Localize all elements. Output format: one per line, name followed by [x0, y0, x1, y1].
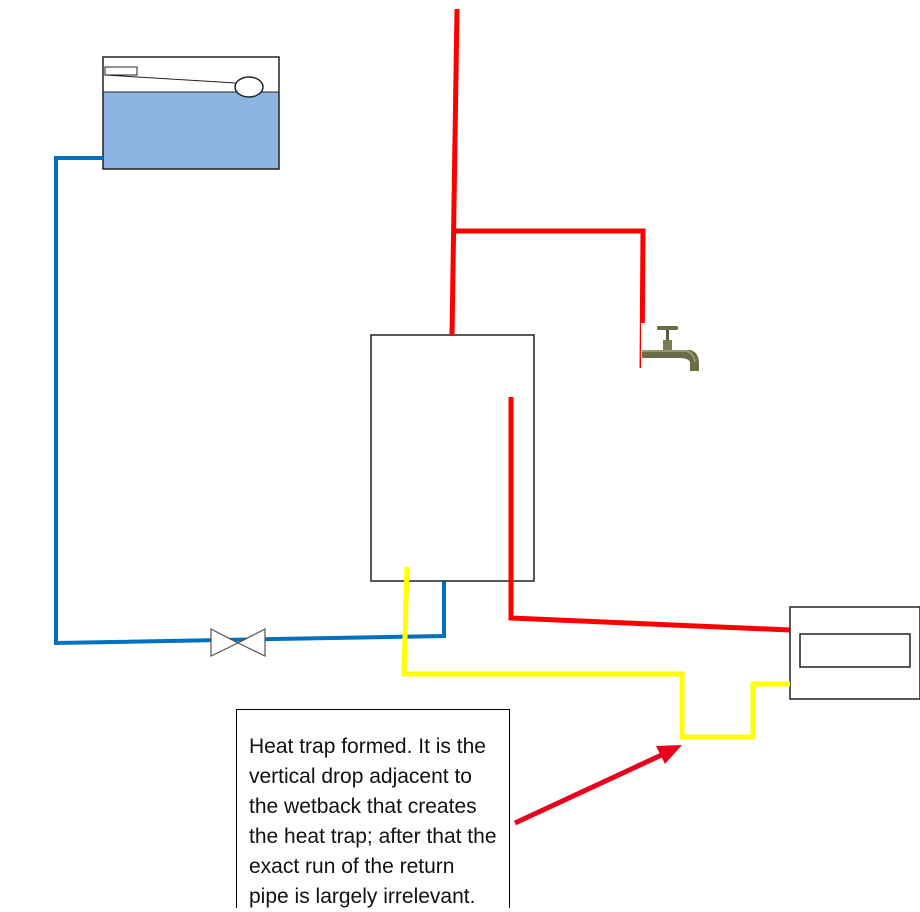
hot-draw-off-pipe [453, 228, 646, 369]
annotation-box: Heat trap formed. It is the vertical dro… [236, 709, 510, 908]
hot-flow-pipe [508, 397, 791, 633]
annotation-text: Heat trap formed. It is the vertical dro… [249, 735, 497, 908]
tap-icon [641, 323, 701, 373]
gate-valve-icon [210, 628, 266, 657]
hot-water-cylinder [370, 334, 535, 582]
ball-float-icon [104, 66, 264, 98]
cold-feed-pipe [54, 156, 446, 646]
tank-water [103, 92, 279, 169]
hot-vent-pipe [449, 8, 460, 336]
wetback-box [789, 606, 920, 700]
tank-outline [102, 56, 280, 170]
return-pipe [401, 566, 790, 740]
callout-arrow [513, 745, 682, 826]
header-tank-icon [102, 56, 280, 170]
